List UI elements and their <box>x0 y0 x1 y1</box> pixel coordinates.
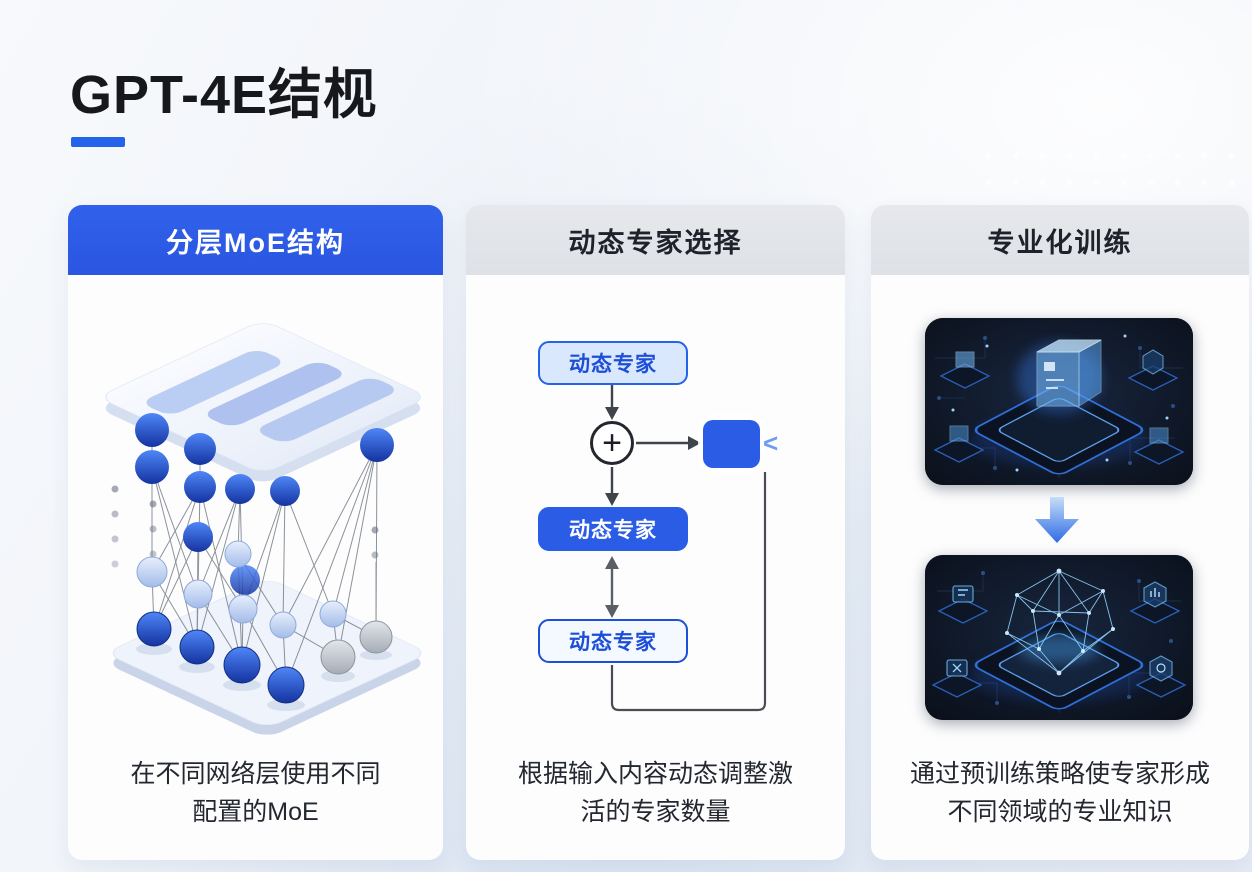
flowchart-connectors <box>605 385 767 712</box>
card-hierarchical-moe: 分层MoE结构 <box>68 205 443 860</box>
sum-node: + <box>590 421 634 465</box>
caption-line: 活的专家数量 <box>580 798 731 826</box>
mini-pedestals <box>933 349 1185 465</box>
expert-selection-flowchart: 动态专家 + < 动态专家 动态专家 <box>466 275 845 735</box>
title-underline <box>71 137 125 147</box>
card2-header: 动态专家选择 <box>466 205 845 275</box>
wireframe-hologram <box>1005 568 1115 676</box>
caption-line: 在不同网络层使用不同 <box>130 760 381 788</box>
dotted-columns <box>111 485 379 568</box>
expert-box-bottom: 动态专家 <box>538 619 688 663</box>
network-nodes <box>135 413 394 704</box>
expert-box-top: 动态专家 <box>538 341 688 385</box>
expert-box-middle: 动态专家 <box>538 507 688 551</box>
moe-3d-network-illustration <box>105 323 422 735</box>
down-arrow-icon <box>1035 497 1079 543</box>
glowing-cube <box>1036 339 1102 407</box>
card-dynamic-expert-selection: 动态专家选择 动态专家 + <box>466 205 845 860</box>
caption-line: 不同领域的专业知识 <box>947 798 1173 826</box>
mini-pedestals <box>931 581 1187 698</box>
caption-line: 配置的MoE <box>192 798 319 826</box>
router-box <box>703 420 760 468</box>
page-title: GPT-4E结枧 <box>70 65 379 125</box>
caption-line: 通过预训练策略使专家形成 <box>909 760 1210 788</box>
card3-header: 专业化训练 <box>871 205 1249 275</box>
background-dot-pattern <box>975 142 1243 200</box>
card1-caption: 在不同网络层使用不同 配置的MoE <box>76 755 435 831</box>
caption-line: 根据输入内容动态调整激 <box>517 760 793 788</box>
chevron-left-glyph: < <box>763 428 779 458</box>
card-specialized-training: 专业化训练 <box>871 205 1249 860</box>
card3-caption: 通过预训练策略使专家形成 不同领域的专业知识 <box>879 755 1241 831</box>
training-image-chip-cube <box>925 318 1193 485</box>
card1-header: 分层MoE结构 <box>68 205 443 275</box>
card2-caption: 根据输入内容动态调整激 活的专家数量 <box>474 755 837 831</box>
training-image-chip-hologram <box>925 555 1193 720</box>
